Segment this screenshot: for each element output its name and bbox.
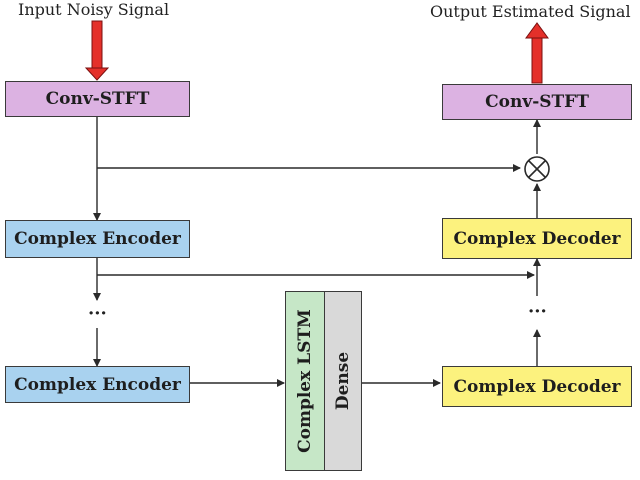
complex-lstm-block: Complex LSTM	[285, 291, 325, 471]
left-ellipsis: ···	[88, 303, 107, 324]
conv-stft-input-block: Conv-STFT	[5, 81, 190, 117]
right-ellipsis: ···	[528, 301, 547, 322]
dense-block: Dense	[324, 291, 362, 471]
input-label: Input Noisy Signal	[18, 0, 170, 19]
conv-stft-output-block: Conv-STFT	[442, 84, 632, 120]
output-label: Output Estimated Signal	[430, 2, 631, 21]
output-arrow	[525, 22, 549, 84]
circled-times-icon	[524, 156, 550, 182]
complex-encoder-bottom-block: Complex Encoder	[5, 366, 190, 403]
complex-decoder-top-block: Complex Decoder	[442, 218, 632, 259]
dense-label: Dense	[333, 351, 353, 411]
complex-decoder-bottom-block: Complex Decoder	[442, 366, 632, 407]
input-arrow	[84, 20, 110, 81]
complex-lstm-label: Complex LSTM	[295, 309, 315, 453]
complex-encoder-top-block: Complex Encoder	[5, 220, 190, 258]
